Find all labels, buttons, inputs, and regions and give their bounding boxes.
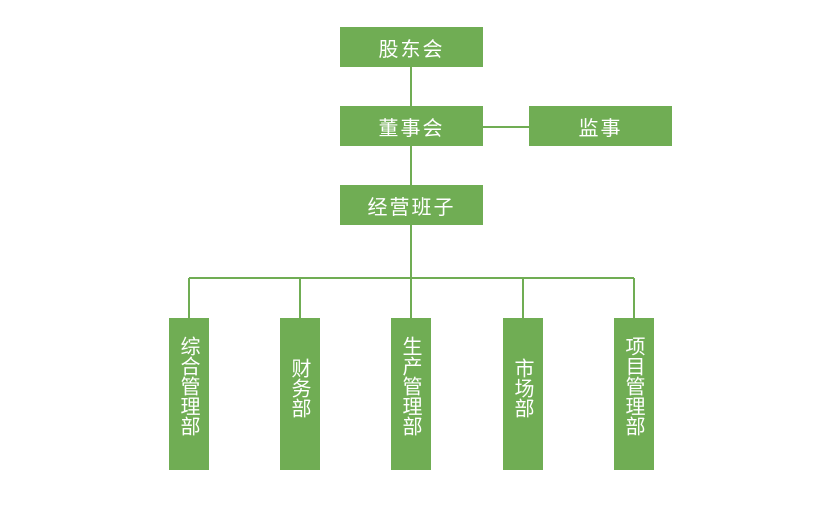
node-shareholders: 股东会 [340,27,483,67]
dept-label-5: 项目管理部 [622,336,646,436]
dept-box-5: 项目管理部 [614,318,654,470]
dept-box-1: 综合管理部 [169,318,209,470]
node-board: 董事会 [340,106,483,146]
node-management-label: 经营班子 [367,194,456,219]
dept-box-4: 市场部 [503,318,543,470]
node-supervisor-label: 监事 [578,115,623,140]
dept-label-1: 综合管理部 [177,336,201,436]
node-board-label: 董事会 [378,115,445,140]
node-supervisor: 监事 [529,106,672,146]
dept-label-3: 生产管理部 [399,336,423,436]
dept-box-3: 生产管理部 [391,318,431,470]
dept-label-4: 市场部 [511,358,535,418]
node-shareholders-label: 股东会 [378,36,445,61]
dept-label-2: 财务部 [288,358,312,418]
dept-box-2: 财务部 [280,318,320,470]
node-management: 经营班子 [340,185,483,225]
